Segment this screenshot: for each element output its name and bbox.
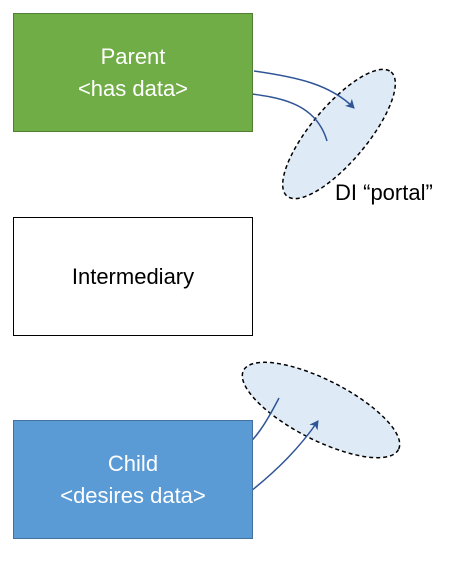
parent-subtitle: <has data> bbox=[77, 75, 189, 101]
portal-ellipse-top bbox=[281, 68, 397, 200]
portal-ellipse-bottom bbox=[241, 361, 401, 459]
child-subtitle: <desires data> bbox=[60, 482, 206, 508]
parent-title: Parent bbox=[100, 43, 166, 69]
portal-label: DI “portal” bbox=[335, 180, 433, 205]
intermediary-title: Intermediary bbox=[71, 263, 195, 289]
arrow-parent-to-portal bbox=[253, 70, 355, 109]
intermediary-node: Intermediary bbox=[13, 217, 253, 336]
child-node: Child <desires data> bbox=[13, 420, 253, 539]
parent-node: Parent <has data> bbox=[13, 13, 253, 132]
arrow-child-to-portal bbox=[245, 420, 319, 496]
child-title: Child bbox=[107, 450, 159, 476]
